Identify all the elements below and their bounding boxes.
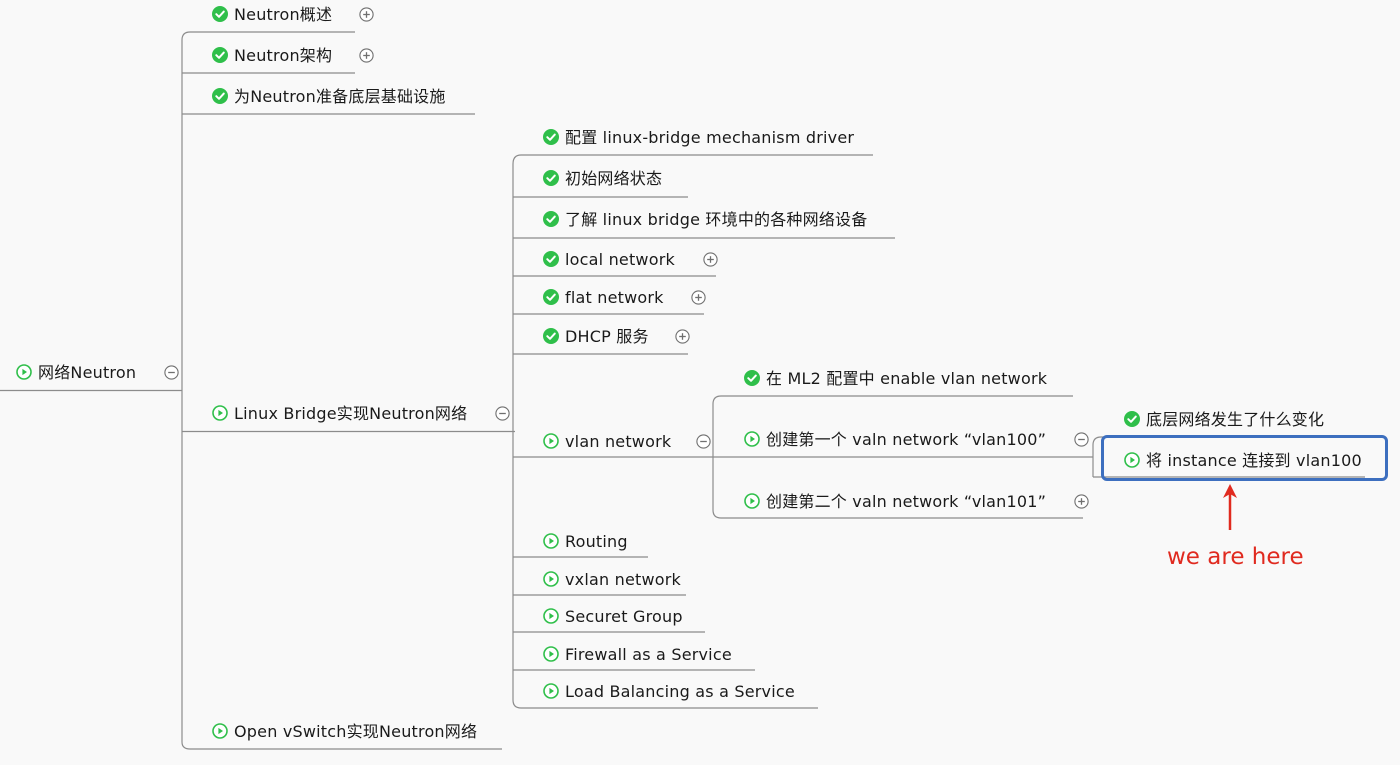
- check-icon: [543, 251, 559, 267]
- check-icon: [212, 6, 228, 22]
- node-label: Securet Group: [565, 607, 683, 626]
- node-label: 初始网络状态: [565, 169, 663, 188]
- collapse-toggle-icon[interactable]: [1074, 432, 1089, 447]
- topic-load-balancing-as-a-service[interactable]: Load Balancing as a Service: [543, 680, 943, 720]
- play-icon: [543, 433, 559, 449]
- topic-initial-network-state[interactable]: 初始网络状态: [543, 167, 943, 207]
- node-label: Linux Bridge实现Neutron网络: [234, 404, 468, 423]
- topic-enable-vlan-ml2[interactable]: 在 ML2 配置中 enable vlan network: [744, 367, 1144, 407]
- node-label: 将 instance 连接到 vlan100: [1146, 451, 1362, 470]
- node-label: 底层网络发生了什么变化: [1146, 410, 1325, 429]
- topic-vlan-network[interactable]: vlan network: [543, 430, 943, 470]
- play-icon: [212, 405, 228, 421]
- node-label: 创建第二个 valn network “vlan101”: [766, 492, 1047, 511]
- play-icon: [543, 683, 559, 699]
- topic-routing[interactable]: Routing: [543, 530, 943, 570]
- collapse-toggle-icon[interactable]: [696, 434, 711, 449]
- expand-toggle-icon[interactable]: [675, 329, 690, 344]
- check-icon: [543, 211, 559, 227]
- topic-create-vlan101[interactable]: 创建第二个 valn network “vlan101”: [744, 490, 1144, 530]
- current-topic-highlight: [1101, 435, 1388, 481]
- node-label: 为Neutron准备底层基础设施: [234, 87, 446, 106]
- topic-securet-group[interactable]: Securet Group: [543, 605, 943, 645]
- play-icon: [543, 608, 559, 624]
- node-label: Neutron架构: [234, 46, 333, 65]
- node-label: local network: [565, 250, 675, 269]
- node-label: 了解 linux bridge 环境中的各种网络设备: [565, 210, 868, 229]
- topic-create-vlan100[interactable]: 创建第一个 valn network “vlan100”: [744, 428, 1144, 468]
- expand-toggle-icon[interactable]: [691, 290, 706, 305]
- topic-prepare-infrastructure[interactable]: 为Neutron准备底层基础设施: [212, 85, 612, 125]
- topic-neutron-architecture[interactable]: Neutron架构: [212, 44, 612, 84]
- topic-underlying-network-changes[interactable]: 底层网络发生了什么变化: [1124, 408, 1400, 448]
- check-icon: [1124, 411, 1140, 427]
- node-label: Load Balancing as a Service: [565, 682, 795, 701]
- check-icon: [543, 328, 559, 344]
- node-label: vxlan network: [565, 570, 681, 589]
- node-label: DHCP 服务: [565, 327, 649, 346]
- check-icon: [744, 370, 760, 386]
- expand-toggle-icon[interactable]: [359, 7, 374, 22]
- play-icon: [543, 646, 559, 662]
- check-icon: [543, 170, 559, 186]
- play-icon: [543, 571, 559, 587]
- topic-neutron-overview[interactable]: Neutron概述: [212, 3, 612, 43]
- topic-flat-network[interactable]: flat network: [543, 286, 943, 326]
- topic-connect-instance-vlan100[interactable]: 将 instance 连接到 vlan100: [1124, 449, 1400, 489]
- topic-local-network[interactable]: local network: [543, 248, 943, 288]
- node-label: Routing: [565, 532, 628, 551]
- node-label: Neutron概述: [234, 5, 333, 24]
- topic-open-vswitch[interactable]: Open vSwitch实现Neutron网络: [212, 720, 612, 760]
- topic-linux-bridge-devices[interactable]: 了解 linux bridge 环境中的各种网络设备: [543, 208, 943, 248]
- play-icon: [16, 364, 32, 380]
- play-icon: [1124, 452, 1140, 468]
- topic-firewall-as-a-service[interactable]: Firewall as a Service: [543, 643, 943, 683]
- topic-linux-bridge[interactable]: Linux Bridge实现Neutron网络: [212, 402, 612, 442]
- check-icon: [543, 289, 559, 305]
- topic-config-mechanism-driver[interactable]: 配置 linux-bridge mechanism driver: [543, 126, 943, 166]
- collapse-toggle-icon[interactable]: [164, 365, 179, 380]
- node-label: 网络Neutron: [38, 363, 137, 382]
- we-are-here-annotation: we are here: [1167, 544, 1304, 570]
- play-icon: [212, 723, 228, 739]
- node-label: vlan network: [565, 432, 672, 451]
- node-label: Open vSwitch实现Neutron网络: [234, 722, 478, 741]
- play-icon: [744, 431, 760, 447]
- node-label: 创建第一个 valn network “vlan100”: [766, 430, 1047, 449]
- mindmap-root-node[interactable]: 网络Neutron: [16, 361, 416, 401]
- node-label: flat network: [565, 288, 664, 307]
- expand-toggle-icon[interactable]: [359, 48, 374, 63]
- expand-toggle-icon[interactable]: [1074, 494, 1089, 509]
- check-icon: [212, 88, 228, 104]
- play-icon: [744, 493, 760, 509]
- topic-vxlan-network[interactable]: vxlan network: [543, 568, 943, 608]
- node-label: Firewall as a Service: [565, 645, 732, 664]
- expand-toggle-icon[interactable]: [703, 252, 718, 267]
- play-icon: [543, 533, 559, 549]
- check-icon: [543, 129, 559, 145]
- arrow-up-icon: [1223, 484, 1237, 530]
- check-icon: [212, 47, 228, 63]
- topic-dhcp-service[interactable]: DHCP 服务: [543, 325, 943, 365]
- node-label: 在 ML2 配置中 enable vlan network: [766, 369, 1048, 388]
- node-label: 配置 linux-bridge mechanism driver: [565, 128, 855, 147]
- collapse-toggle-icon[interactable]: [495, 406, 510, 421]
